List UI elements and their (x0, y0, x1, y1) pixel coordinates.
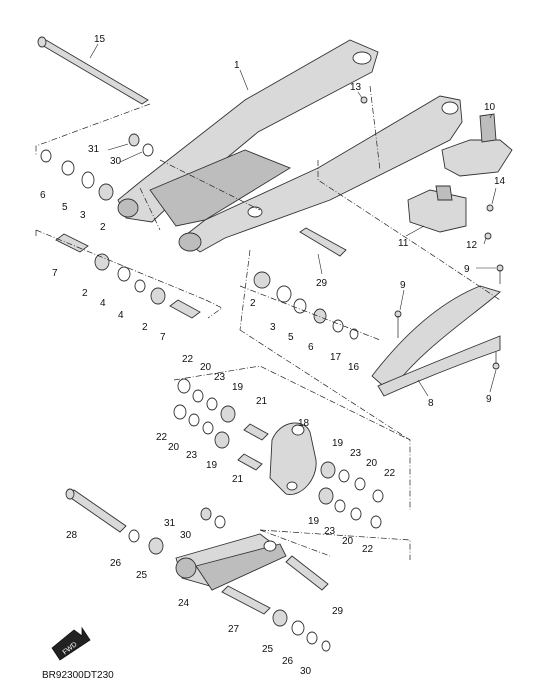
bolt-13 (360, 96, 368, 104)
callout-24: 24 (178, 598, 190, 609)
callout-26: 26 (282, 656, 294, 667)
callout-23: 23 (324, 526, 336, 537)
callout-21: 21 (256, 396, 268, 407)
leader-lines (89, 43, 497, 397)
callout-15: 15 (94, 34, 106, 45)
callout-6: 6 (308, 342, 314, 353)
callout-20: 20 (168, 442, 180, 453)
chain-support (371, 285, 501, 397)
callout-19: 19 (308, 516, 320, 527)
relay-bearings-right (318, 461, 384, 529)
callout-2: 2 (250, 298, 256, 309)
callout-25: 25 (262, 644, 274, 655)
bolt-14 (486, 204, 494, 212)
callout-23: 23 (350, 448, 362, 459)
callout-28: 28 (66, 530, 78, 541)
relay-arm (269, 422, 317, 495)
callout-7: 7 (52, 268, 58, 279)
callout-22: 22 (182, 354, 194, 365)
callout-22: 22 (384, 468, 396, 479)
lower-components (128, 507, 331, 652)
lower-bolt-28 (65, 488, 127, 533)
callout-17: 17 (330, 352, 342, 363)
callout-27: 27 (228, 624, 240, 635)
callout-5: 5 (288, 332, 294, 343)
callout-30: 30 (110, 156, 122, 167)
callout-7: 7 (160, 332, 166, 343)
fwd-badge: FWD (51, 626, 91, 661)
callout-19: 19 (206, 460, 218, 471)
diagram-code: BR92300DT230 (42, 670, 114, 681)
right-pivot-components (253, 227, 359, 340)
callout-31: 31 (88, 144, 100, 155)
callout-3: 3 (80, 210, 86, 221)
swingarm (117, 39, 463, 253)
callout-4: 4 (118, 310, 124, 321)
callout-25: 25 (136, 570, 148, 581)
callout-30: 30 (300, 666, 312, 677)
callout-20: 20 (342, 536, 354, 547)
chain-puller-right (441, 113, 513, 177)
assembly-lines (35, 85, 501, 560)
callout-18: 18 (298, 418, 310, 429)
callout-26: 26 (110, 558, 122, 569)
callout-14: 14 (494, 176, 506, 187)
callout-29: 29 (332, 606, 344, 617)
callout-21: 21 (232, 474, 244, 485)
callout-6: 6 (40, 190, 46, 201)
callout-20: 20 (366, 458, 378, 469)
callout-19: 19 (232, 382, 244, 393)
callout-2: 2 (82, 288, 88, 299)
callout-19: 19 (332, 438, 344, 449)
callout-29: 29 (316, 278, 328, 289)
callout-23: 23 (214, 372, 226, 383)
callout-13: 13 (350, 82, 362, 93)
callout-22: 22 (362, 544, 374, 555)
callout-3: 3 (270, 322, 276, 333)
callout-9: 9 (464, 264, 470, 275)
left-pivot-components (40, 133, 201, 319)
callout-5: 5 (62, 202, 68, 213)
relay-bearings-left (173, 378, 269, 471)
callout-20: 20 (200, 362, 212, 373)
bolt-12 (484, 232, 492, 240)
callout-9: 9 (400, 280, 406, 291)
callout-10: 10 (484, 102, 496, 113)
callout-8: 8 (428, 398, 434, 409)
callout-31: 31 (164, 518, 176, 529)
callout-11: 11 (398, 238, 409, 249)
callout-2: 2 (142, 322, 148, 333)
callout-numbers: 1 2 2 2 2 3 3 4 4 5 5 6 6 7 7 8 9 9 9 10… (40, 34, 506, 677)
callout-12: 12 (466, 240, 478, 251)
callout-16: 16 (348, 362, 360, 373)
chain-puller-left (407, 185, 467, 233)
callout-30: 30 (180, 530, 192, 541)
callout-4: 4 (100, 298, 106, 309)
callout-9: 9 (486, 394, 492, 405)
callout-1: 1 (234, 60, 240, 71)
connecting-rod (175, 533, 287, 591)
callout-22: 22 (156, 432, 168, 443)
callout-2: 2 (100, 222, 106, 233)
pivot-shaft (37, 36, 149, 105)
callout-23: 23 (186, 450, 198, 461)
